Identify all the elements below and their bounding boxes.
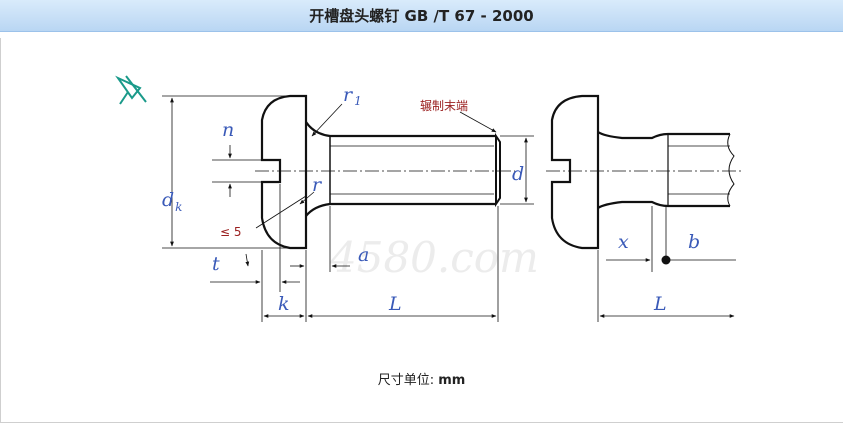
label-d: d bbox=[512, 163, 524, 185]
label-b: b bbox=[688, 231, 700, 253]
label-rolled-end: 辗制末端 bbox=[420, 98, 468, 113]
screw-left bbox=[255, 94, 515, 250]
label-L-right: L bbox=[653, 293, 667, 315]
dimensions-right bbox=[597, 206, 736, 322]
label-a: a bbox=[358, 244, 369, 266]
label-x: x bbox=[618, 231, 629, 253]
units-label: 尺寸单位: bbox=[377, 373, 435, 388]
dimensions-left bbox=[162, 95, 534, 322]
watermark: 4580.com bbox=[329, 233, 539, 282]
label-L: L bbox=[388, 293, 402, 315]
label-r: r bbox=[312, 174, 323, 196]
label-k: k bbox=[278, 293, 290, 315]
label-dk: dk bbox=[162, 189, 182, 214]
label-max-5: ≤ 5 bbox=[220, 225, 242, 239]
label-n: n bbox=[222, 119, 234, 141]
units-value: mm bbox=[438, 373, 466, 388]
label-t: t bbox=[212, 253, 220, 275]
screw-right bbox=[546, 94, 742, 250]
drawing-frame bbox=[0, 38, 843, 423]
pin-icon[interactable] bbox=[115, 75, 147, 105]
units-note: 尺寸单位: mm bbox=[0, 369, 843, 388]
page-title: 开槽盘头螺钉 GB /T 67 - 2000 bbox=[0, 0, 843, 32]
thread-end-point bbox=[661, 255, 671, 265]
